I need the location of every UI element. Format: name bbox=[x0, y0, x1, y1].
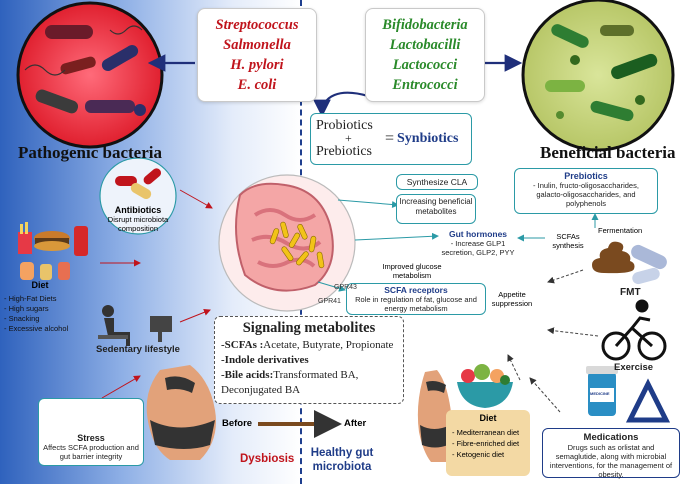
stress-text: Affects SCFA production and gut barrier … bbox=[43, 443, 139, 461]
fmt-icon bbox=[592, 241, 667, 285]
pathogen-name: H. pylori bbox=[230, 57, 284, 73]
arrow-to-probiotics bbox=[313, 91, 369, 118]
synbiotics-label: Synbiotics bbox=[397, 131, 459, 146]
scfa-receptors-text: Role in regulation of fat, glucose and e… bbox=[355, 295, 477, 313]
stress-box: Stress Affects SCFA production and gut b… bbox=[38, 398, 144, 466]
pathogen-name: Salmonella bbox=[223, 37, 291, 53]
synbiotics-box: Probiotics + Prebiotics = Synbiotics bbox=[310, 113, 472, 165]
arrow-fmt bbox=[547, 269, 584, 284]
bottle-label: MEDICINE bbox=[590, 391, 610, 396]
arrow-antibiotics bbox=[179, 189, 213, 209]
cla-box: Synthesize CLA bbox=[396, 174, 478, 190]
prebiotics-title: Prebiotics bbox=[564, 171, 608, 181]
antibiotics-title: Antibiotics bbox=[114, 205, 162, 215]
signaling-indole-label: -Indole derivatives bbox=[221, 354, 309, 366]
dysbiosis-label: Dysbiosis bbox=[240, 453, 295, 465]
arrow-medications bbox=[529, 377, 561, 413]
healthy-label: Healthy gut microbiota bbox=[310, 447, 374, 473]
signaling-line-deconjugated: Deconjugated BA bbox=[221, 384, 301, 396]
pathogenic-heading: Pathogenic bacteria bbox=[18, 143, 162, 162]
obese-body-icon bbox=[146, 365, 216, 460]
fermentation-label: Fermentation bbox=[598, 226, 643, 235]
signaling-bile-text: Transformated BA, bbox=[273, 369, 359, 381]
arrow-scfa-receptors bbox=[317, 281, 346, 292]
gpr43-label: GPR43 bbox=[334, 284, 357, 291]
beneficial-bacteria-illustration bbox=[521, 0, 675, 152]
pills-icon bbox=[115, 168, 162, 199]
diet-right-item: - Ketogenic diet bbox=[452, 450, 505, 459]
medications-text: Drugs such as orlistat and semaglutide, … bbox=[549, 443, 673, 479]
diet-left-block: Diet - High-Fat Diets - High sugars - Sn… bbox=[4, 280, 96, 334]
plus-sign: + bbox=[345, 131, 352, 145]
signaling-scfas-label: -SCFAs : bbox=[221, 339, 264, 351]
arrow-diet-right bbox=[507, 354, 521, 381]
prebiotics-label: Prebiotics bbox=[316, 144, 372, 159]
pathogen-name: Streptococcus bbox=[215, 17, 299, 33]
diet-right-item: - Mediterranean diet bbox=[452, 428, 520, 437]
sedentary-person-icon bbox=[98, 305, 172, 346]
arrow-sedentary bbox=[179, 308, 211, 323]
beneficial-heading: Beneficial bacteria bbox=[540, 143, 676, 162]
scfa-receptors-title: SCFA receptors bbox=[384, 285, 448, 295]
signaling-line-indole: -Indole derivatives bbox=[221, 354, 309, 366]
signaling-title: Signaling metabolites bbox=[242, 320, 376, 336]
pathogenic-bacteria-illustration bbox=[16, 1, 164, 149]
after-label: After bbox=[344, 418, 367, 429]
appetite-label: Appetite suppression bbox=[491, 290, 533, 308]
diet-left-item: - Excessive alcohol bbox=[4, 324, 69, 333]
signaling-scfas-text: Acetate, Butyrate, Propionate bbox=[263, 339, 394, 351]
arrow-stress bbox=[101, 375, 141, 399]
signaling-line-bile: -Bile acids:Transformated BA, bbox=[221, 369, 358, 381]
beneficial-name: Lactococci bbox=[392, 57, 458, 73]
beneficial-name: Bifidobacteria bbox=[382, 17, 468, 33]
improved-glucose-label: Improved glucose metabolism bbox=[382, 262, 442, 280]
diet-left-title: Diet bbox=[31, 280, 49, 290]
slim-body-icon bbox=[417, 370, 453, 462]
fmt-label: FMT bbox=[620, 287, 641, 298]
arrow-gut-metabolites bbox=[337, 199, 399, 208]
beneficial-names-box: Bifidobacteria Lactobacilli Lactococci E… bbox=[365, 8, 485, 102]
gut-illustration bbox=[218, 174, 356, 312]
prebiotics-box: Prebiotics - Inulin, fructo-oligosacchar… bbox=[514, 168, 658, 214]
medications-title: Medications bbox=[583, 432, 639, 443]
antibiotics-text-block: Antibiotics Disrupt microbiota compositi… bbox=[100, 205, 176, 233]
equals-sign: = bbox=[385, 130, 395, 147]
diet-left-item: - Snacking bbox=[4, 314, 40, 323]
diet-right-title: Diet bbox=[479, 413, 497, 423]
cyclist-icon bbox=[601, 299, 667, 361]
arrow-gut-hormones bbox=[354, 232, 439, 241]
beneficial-name: Entrococci bbox=[392, 77, 458, 93]
gpr41-label: GPR41 bbox=[318, 298, 341, 305]
pathogenic-names-box: Streptococcus Salmonella H. pylori E. co… bbox=[197, 8, 317, 102]
pathogen-name: E. coli bbox=[237, 77, 277, 93]
scfas-synthesis-label: SCFAs synthesis bbox=[552, 232, 584, 250]
diet-right-item: - Fibre-enriched diet bbox=[452, 439, 520, 448]
medications-box: Medications Drugs such as orlistat and s… bbox=[542, 428, 680, 479]
gut-hormones-text: - Increase GLP1 secretion, GLP2, PYY bbox=[441, 239, 515, 257]
exercise-label: Exercise bbox=[614, 362, 654, 373]
signaling-line-scfas: -SCFAs :Acetate, Butyrate, Propionate bbox=[221, 339, 393, 351]
medicine-bottle-icon bbox=[586, 366, 671, 423]
increasing-metabolites-box: Increasing beneficial metabolites bbox=[396, 194, 476, 224]
before-label: Before bbox=[222, 418, 253, 429]
gut-hormones-title: Gut hormones bbox=[448, 229, 508, 239]
diet-left-item: - High-Fat Diets bbox=[4, 294, 57, 303]
diet-left-item: - High sugars bbox=[4, 304, 49, 313]
diet-right-box: Diet - Mediterranean diet - Fibre-enrich… bbox=[446, 410, 530, 476]
signaling-bile-label: -Bile acids: bbox=[221, 369, 274, 381]
prebiotics-text: - Inulin, fructo-oligosaccharides, galac… bbox=[533, 181, 639, 208]
fast-food-icon bbox=[18, 222, 88, 280]
antibiotics-text: Disrupt microbiota composition bbox=[107, 215, 169, 233]
beneficial-name: Lactobacilli bbox=[389, 37, 461, 53]
stress-title: Stress bbox=[77, 433, 105, 443]
gut-hormones-box: Gut hormones - Increase GLP1 secretion, … bbox=[440, 229, 516, 257]
arrow-exercise bbox=[547, 327, 599, 337]
signaling-metabolites-box: Signaling metabolites -SCFAs :Acetate, B… bbox=[214, 316, 404, 404]
sedentary-label: Sedentary lifestyle bbox=[96, 344, 180, 355]
scfa-receptors-box: SCFA receptors Role in regulation of fat… bbox=[346, 283, 486, 315]
probiotics-label: Probiotics bbox=[316, 118, 373, 133]
salad-bowl-icon bbox=[457, 364, 513, 408]
